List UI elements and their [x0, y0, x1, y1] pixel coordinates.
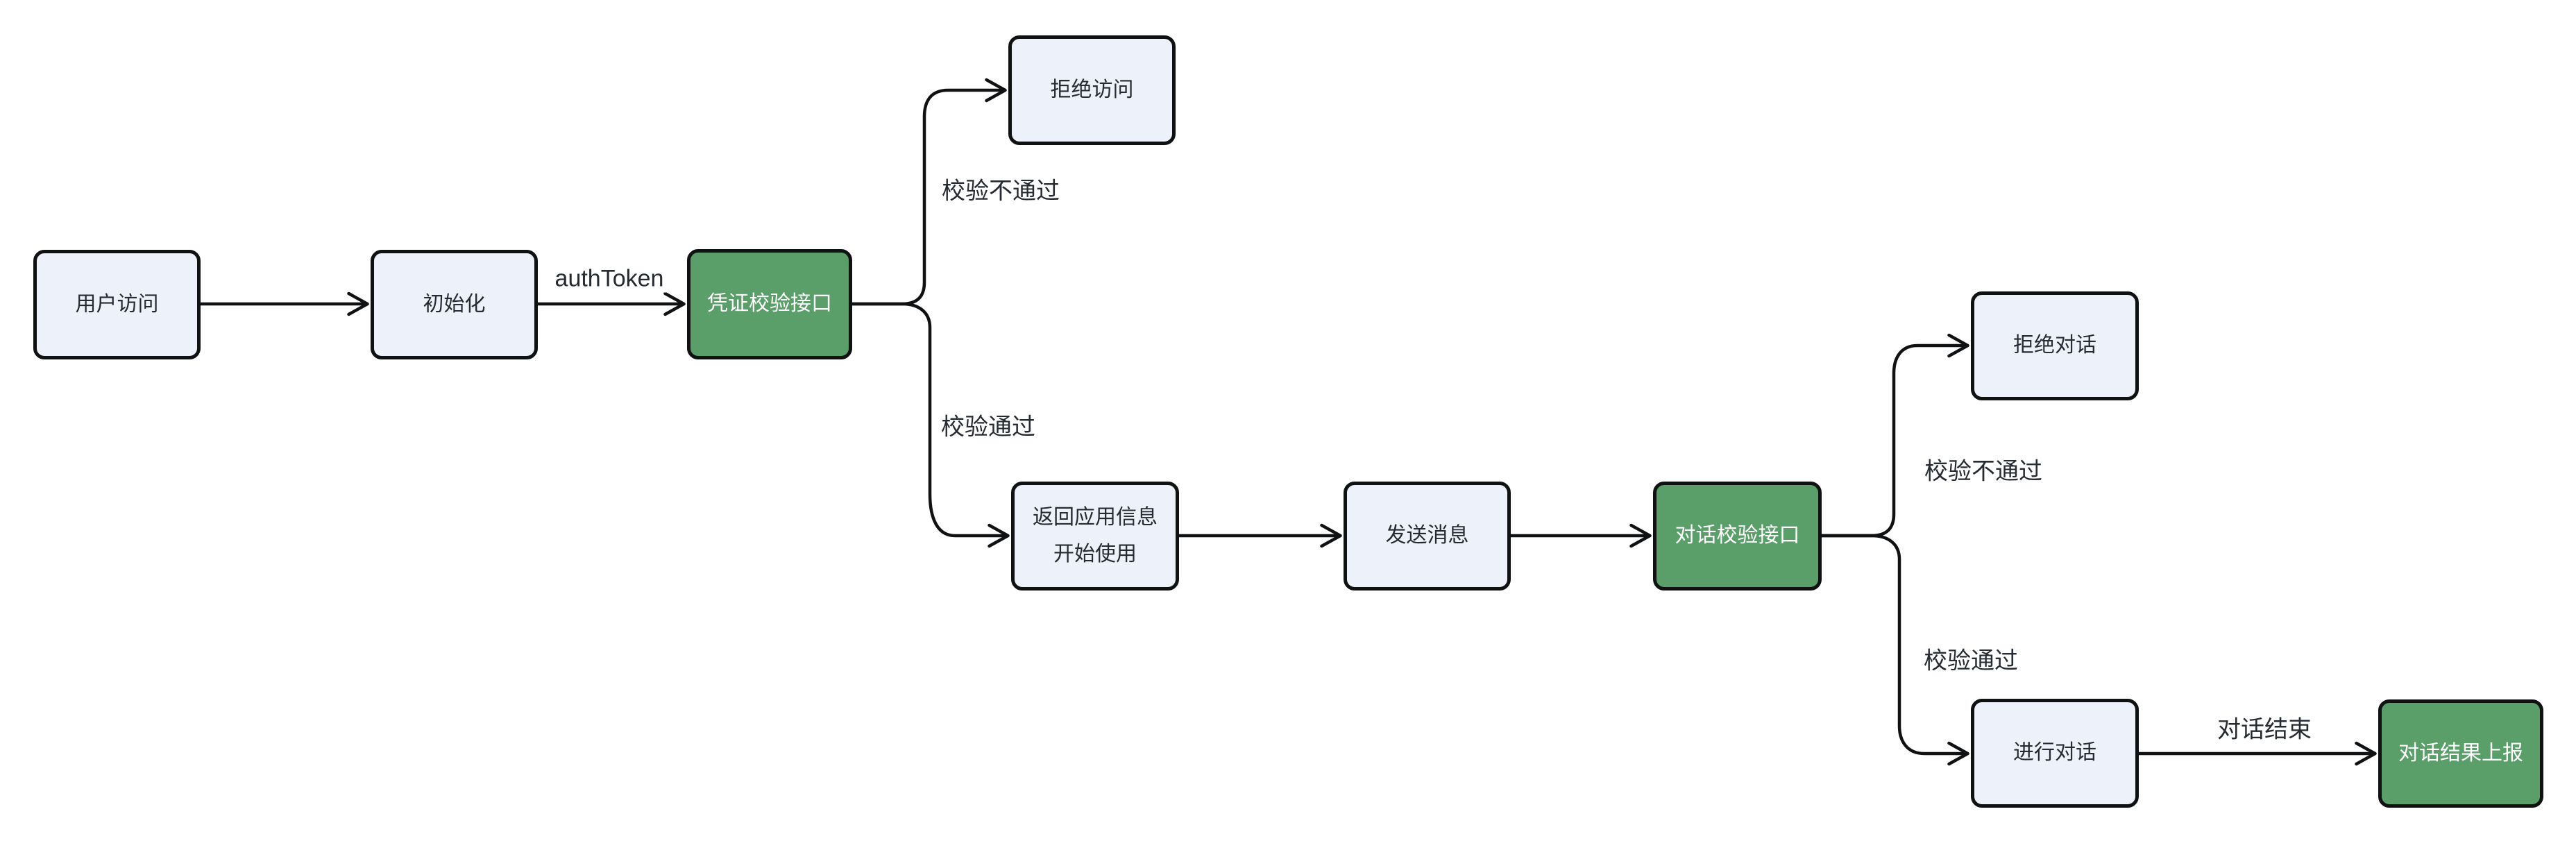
node-report-result: 对话结果上报 — [2378, 699, 2543, 808]
node-label-report-result: 对话结果上报 — [2398, 741, 2523, 765]
edge-dialog-check-to-do-dialog — [1822, 534, 1969, 766]
node-label-credential-check: 凭证校验接口 — [707, 292, 832, 316]
edge-credential-check-to-deny-access — [852, 78, 1007, 306]
node-return-app-info: 返回应用信息 开始使用 — [1011, 482, 1179, 591]
node-label-do-dialog: 进行对话 — [2013, 741, 2096, 765]
node-deny-access: 拒绝访问 — [1008, 35, 1176, 145]
node-user-visit: 用户访问 — [33, 250, 201, 359]
node-label-dialog-check: 对话校验接口 — [1675, 524, 1800, 547]
node-credential-check: 凭证校验接口 — [687, 249, 852, 359]
edge-label-dialog-check-to-do-dialog: 校验通过 — [1921, 641, 2021, 676]
edge-label-dialog-check-to-deny-dialog: 校验不通过 — [1922, 452, 2045, 486]
edge-label-credential-check-to-deny-access: 校验不通过 — [939, 171, 1062, 206]
edge-dialog-check-to-deny-dialog — [1822, 333, 1969, 538]
node-do-dialog: 进行对话 — [1971, 699, 2139, 808]
edges-group — [201, 78, 2377, 766]
node-label-send-message: 发送消息 — [1385, 524, 1469, 547]
node-label-deny-access: 拒绝访问 — [1050, 78, 1134, 101]
node-dialog-check: 对话校验接口 — [1653, 482, 1822, 591]
edge-label-init-to-credential-check: authToken — [552, 265, 667, 293]
node-label-return-app-info: 返回应用信息 开始使用 — [1033, 506, 1158, 566]
node-init: 初始化 — [371, 250, 538, 359]
node-send-message: 发送消息 — [1344, 482, 1511, 591]
node-label-deny-dialog: 拒绝对话 — [2013, 334, 2096, 357]
node-label-init: 初始化 — [423, 292, 486, 316]
node-deny-dialog: 拒绝对话 — [1971, 291, 2139, 400]
node-label-user-visit: 用户访问 — [75, 292, 159, 316]
edge-credential-check-to-return-app-info — [852, 302, 1010, 548]
edge-label-credential-check-to-return-app-info: 校验通过 — [938, 407, 1038, 442]
edge-label-do-dialog-to-report-result: 对话结束 — [2214, 710, 2314, 745]
